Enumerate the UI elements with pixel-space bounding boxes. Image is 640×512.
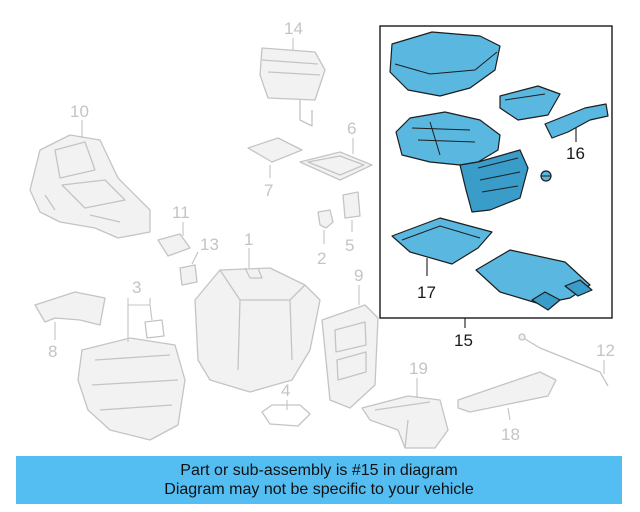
part-19-shifter[interactable] bbox=[361, 395, 449, 449]
lower-tray[interactable] bbox=[475, 249, 593, 311]
part-2-clip[interactable] bbox=[317, 209, 334, 229]
part-11-switch[interactable] bbox=[157, 233, 191, 257]
callout-5: 5 bbox=[345, 236, 354, 255]
part-16-trim[interactable] bbox=[544, 103, 609, 139]
console-housing[interactable] bbox=[395, 111, 529, 213]
callout-13: 13 bbox=[200, 235, 219, 254]
part-1-console-body[interactable] bbox=[194, 267, 321, 393]
part-17-tray[interactable] bbox=[391, 217, 493, 265]
assembly-15-frame[interactable] bbox=[379, 25, 613, 319]
callout-11: 11 bbox=[172, 203, 190, 222]
banner-line-2: Diagram may not be specific to your vehi… bbox=[164, 481, 474, 498]
callout-16: 16 bbox=[566, 144, 585, 163]
armrest-lid[interactable] bbox=[389, 31, 501, 97]
callout-19: 19 bbox=[409, 359, 428, 378]
part-10-console-trim[interactable] bbox=[29, 134, 151, 239]
part-9-rear-panel[interactable] bbox=[321, 304, 379, 409]
part-5-plate[interactable] bbox=[342, 191, 361, 219]
part-14-storage-bin[interactable] bbox=[259, 47, 326, 127]
lid-insert[interactable] bbox=[499, 85, 561, 121]
callout-3: 3 bbox=[132, 278, 141, 297]
part-12-cable[interactable] bbox=[518, 333, 609, 387]
part-6-mat[interactable] bbox=[299, 151, 373, 181]
callout-9: 9 bbox=[354, 266, 363, 285]
part-18-handle-cover[interactable] bbox=[457, 371, 557, 413]
callout-8: 8 bbox=[48, 342, 57, 361]
callout-4: 4 bbox=[281, 381, 290, 400]
parts-diagram: 10 14 6 7 5 2 11 13 bbox=[29, 19, 615, 449]
part-13-switch[interactable] bbox=[179, 264, 198, 286]
callout-7: 7 bbox=[264, 181, 273, 200]
callout-12: 12 bbox=[596, 341, 615, 360]
callout-1: 1 bbox=[244, 230, 253, 249]
callout-18: 18 bbox=[501, 425, 520, 444]
part-4-wire-bracket[interactable] bbox=[261, 404, 311, 427]
callout-14: 14 bbox=[284, 19, 303, 38]
callout-6: 6 bbox=[347, 119, 356, 138]
callout-2: 2 bbox=[317, 249, 326, 268]
callout-10: 10 bbox=[70, 102, 89, 121]
screw[interactable] bbox=[540, 170, 552, 182]
info-banner: Part or sub-assembly is #15 in diagram D… bbox=[16, 456, 622, 504]
callout-17: 17 bbox=[417, 283, 436, 302]
banner-line-1: Part or sub-assembly is #15 in diagram bbox=[180, 462, 458, 479]
part-7-small-mat[interactable] bbox=[247, 137, 303, 163]
callout-15: 15 bbox=[454, 331, 473, 350]
part-3-lower-structure[interactable] bbox=[77, 319, 186, 441]
part-8-bracket[interactable] bbox=[34, 291, 106, 326]
